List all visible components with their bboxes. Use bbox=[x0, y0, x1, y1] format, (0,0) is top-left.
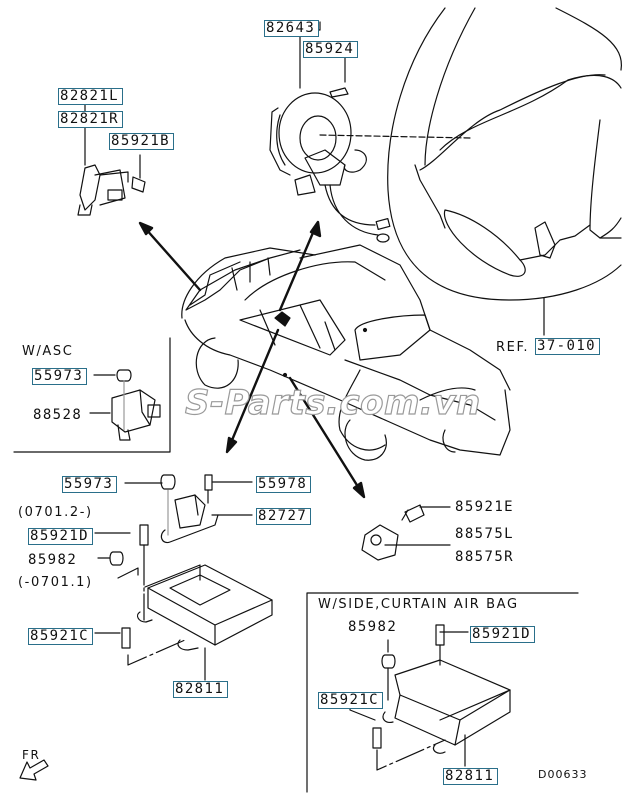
reference-link-37-010[interactable]: 37-010 bbox=[535, 338, 600, 355]
w-asc-box-border bbox=[13, 337, 171, 453]
w-asc-group-title: W/ASC bbox=[22, 344, 74, 359]
part-label-85921e: 85921E bbox=[455, 499, 514, 515]
part-label-85921b[interactable]: 85921B bbox=[109, 133, 174, 150]
date-range-new: (0701.2-) bbox=[18, 505, 93, 520]
part-label-88575r: 88575R bbox=[455, 549, 514, 565]
part-label-82811-side[interactable]: 82811 bbox=[443, 768, 499, 785]
front-direction-label: FR bbox=[22, 748, 41, 762]
srs-control-unit bbox=[94, 524, 273, 681]
clock-spring bbox=[269, 21, 391, 243]
side-curtain-control-unit bbox=[349, 624, 511, 771]
watermark: S-Parts.com.vn bbox=[184, 382, 481, 423]
center-axis-line bbox=[319, 134, 471, 139]
side-impact-sensor bbox=[361, 504, 451, 561]
part-label-82727[interactable]: 82727 bbox=[256, 508, 312, 525]
part-label-82811[interactable]: 82811 bbox=[173, 681, 229, 698]
date-range-old: (-0701.1) bbox=[18, 575, 93, 590]
part-label-55978[interactable]: 55978 bbox=[256, 476, 312, 493]
part-label-88575l: 88575L bbox=[455, 526, 514, 542]
side-curtain-box-border bbox=[306, 592, 579, 793]
floor-sensor bbox=[124, 474, 253, 544]
asc-sensor bbox=[89, 369, 161, 441]
part-label-55973[interactable]: 55973 bbox=[62, 476, 118, 493]
pointer-arrows bbox=[138, 220, 366, 499]
part-label-55973-asc[interactable]: 55973 bbox=[32, 368, 88, 385]
part-label-85921d-side[interactable]: 85921D bbox=[470, 626, 535, 643]
diagram-code: D00633 bbox=[538, 768, 588, 781]
vehicle-body bbox=[181, 244, 511, 461]
part-label-85921c-side[interactable]: 85921C bbox=[318, 692, 383, 709]
part-label-82821r[interactable]: 82821R bbox=[58, 111, 123, 128]
part-label-85982-side: 85982 bbox=[348, 619, 398, 635]
part-label-85921d[interactable]: 85921D bbox=[28, 528, 93, 545]
steering-wheel bbox=[387, 7, 622, 301]
front-impact-sensor bbox=[77, 101, 146, 216]
part-label-88528: 88528 bbox=[33, 407, 83, 423]
reference-prefix: REF. bbox=[496, 340, 530, 355]
part-label-82643[interactable]: 82643 bbox=[264, 20, 320, 37]
part-label-82821l[interactable]: 82821L bbox=[58, 88, 123, 105]
front-direction-arrow-icon bbox=[19, 759, 49, 781]
side-curtain-group-title: W/SIDE,CURTAIN AIR BAG bbox=[318, 597, 519, 612]
part-label-85924[interactable]: 85924 bbox=[303, 41, 359, 58]
part-label-85982: 85982 bbox=[28, 552, 78, 568]
part-label-85921c[interactable]: 85921C bbox=[28, 628, 93, 645]
